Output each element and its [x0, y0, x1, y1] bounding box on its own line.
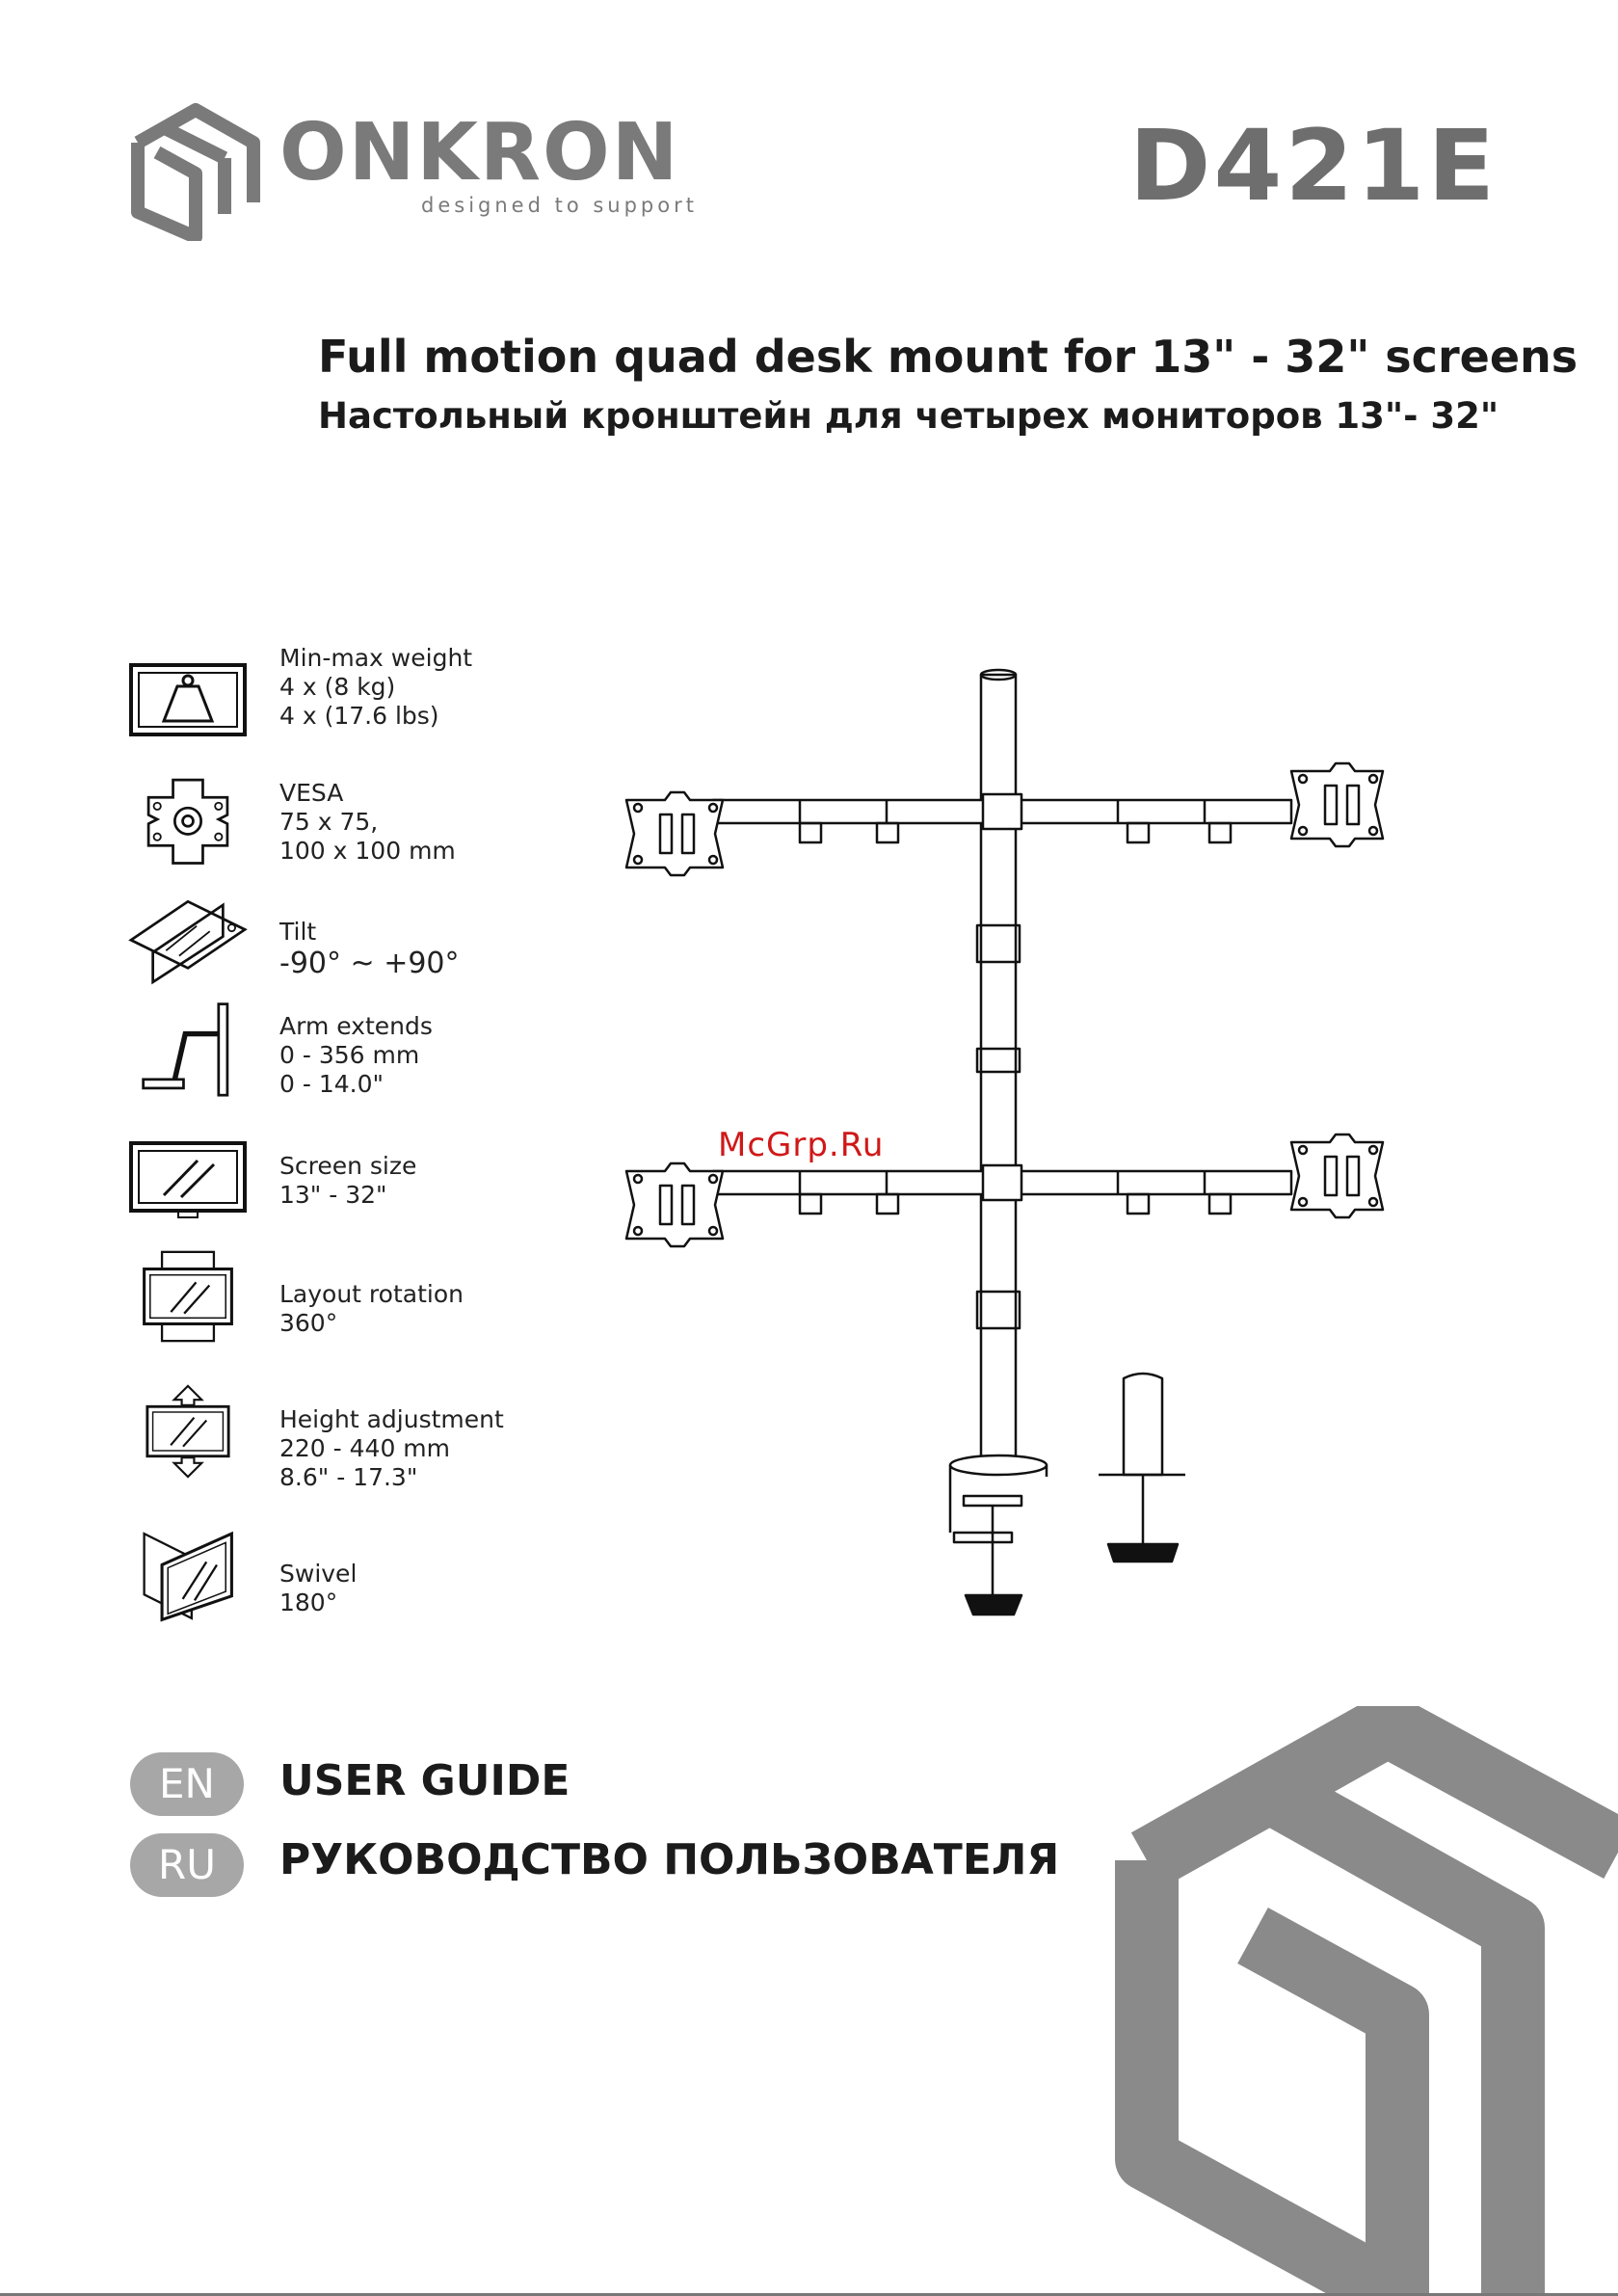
product-drawing: [624, 668, 1385, 1616]
model-code: D421E: [1128, 109, 1498, 224]
lang-badge-ru: RU: [130, 1833, 244, 1897]
watermark: McGrp.Ru: [718, 1126, 885, 1164]
user-guide-en: USER GUIDE: [279, 1756, 570, 1805]
arm-extends-icon: [142, 1002, 229, 1097]
tilt-icon: [128, 899, 248, 985]
brand-tagline: designed to support: [421, 194, 698, 217]
product-title-en: Full motion quad desk mount for 13" - 32…: [318, 331, 1578, 383]
weight-icon: [129, 663, 247, 736]
spec-tilt: Tilt-90° ~ +90°: [279, 918, 460, 980]
product-title-ru: Настольный кронштейн для четырех монитор…: [318, 395, 1499, 437]
vesa-plate-icon: [146, 778, 229, 865]
brand-name: ONKRON: [279, 107, 680, 199]
onkron-cube-watermark-icon: [1115, 1706, 1618, 2296]
height-adjustment-icon: [146, 1384, 230, 1479]
onkron-logo-icon: [131, 103, 260, 241]
user-guide-ru: РУКОВОДСТВО ПОЛЬЗОВАТЕЛЯ: [279, 1835, 1060, 1884]
layout-rotation-icon: [143, 1250, 233, 1343]
lang-badge-en: EN: [130, 1752, 244, 1816]
screen-size-icon: [129, 1141, 247, 1218]
swivel-icon: [143, 1531, 233, 1622]
footer-line: [0, 2293, 1618, 2296]
